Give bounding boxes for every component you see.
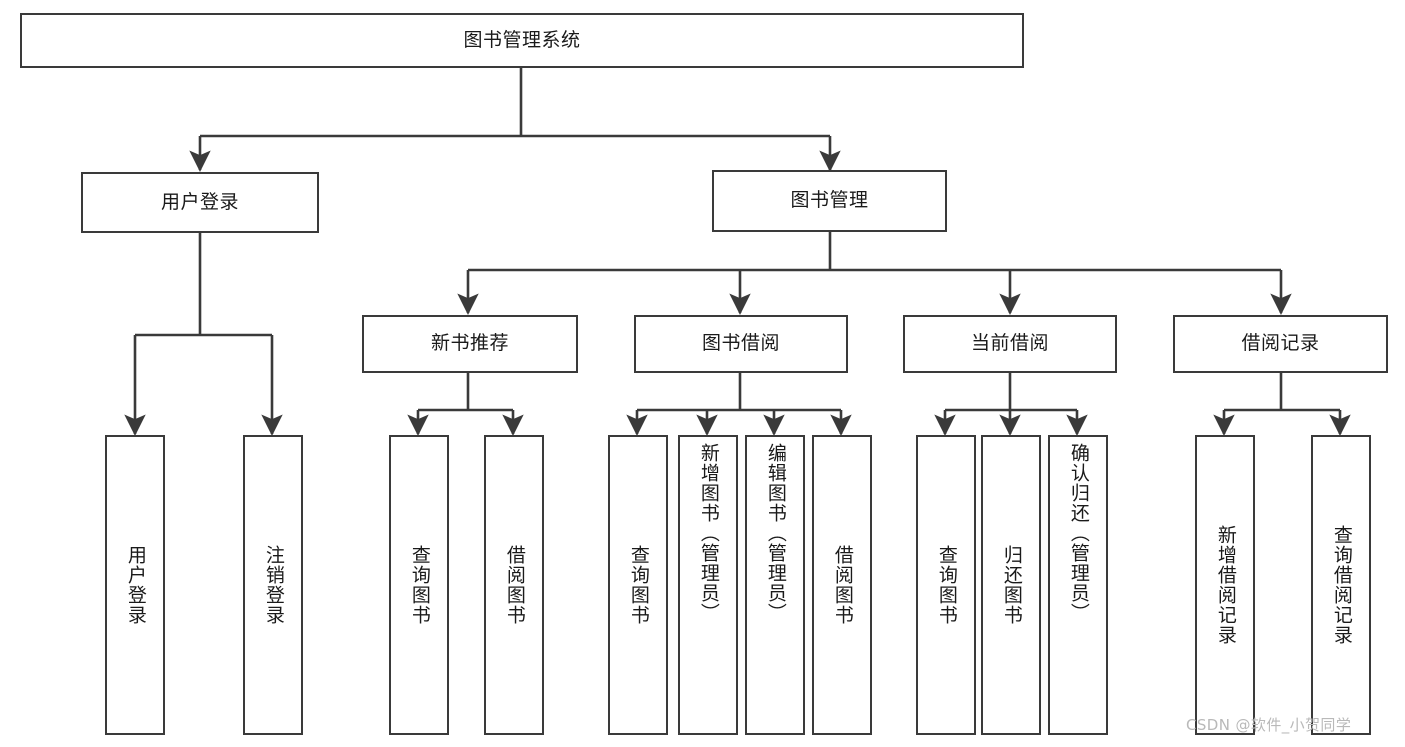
leaf-query-book-2-label: 查询图书 bbox=[627, 545, 650, 625]
node-book-management-label: 图书管理 bbox=[790, 189, 869, 212]
node-root-label: 图书管理系统 bbox=[463, 28, 581, 51]
leaf-query-book-1-label: 查询图书 bbox=[408, 545, 431, 625]
leaf-query-book-3[interactable]: 查询图书 bbox=[916, 435, 976, 735]
leaf-user-login-label: 用户登录 bbox=[124, 545, 147, 625]
node-borrow-record-label: 借阅记录 bbox=[1241, 332, 1320, 355]
node-borrow-record[interactable]: 借阅记录 bbox=[1173, 315, 1388, 373]
leaf-borrow-book-2-label: 借阅图书 bbox=[831, 545, 854, 625]
leaf-logout-login[interactable]: 注销登录 bbox=[243, 435, 303, 735]
leaf-edit-book-label: 编辑图书（管理员） bbox=[764, 443, 787, 623]
csdn-watermark: CSDN @软件_小贺同学 bbox=[1186, 716, 1352, 734]
leaf-return-book-label: 归还图书 bbox=[1000, 545, 1023, 625]
leaf-query-record-label: 查询借阅记录 bbox=[1330, 525, 1353, 645]
node-new-book-recommend-label: 新书推荐 bbox=[430, 332, 509, 355]
leaf-add-record[interactable]: 新增借阅记录 bbox=[1195, 435, 1255, 735]
node-book-management[interactable]: 图书管理 bbox=[712, 170, 947, 232]
leaf-add-book[interactable]: 新增图书（管理员） bbox=[678, 435, 738, 735]
node-book-borrow-label: 图书借阅 bbox=[701, 332, 780, 355]
leaf-confirm-return[interactable]: 确认归还（管理员） bbox=[1048, 435, 1108, 735]
leaf-borrow-book-1-label: 借阅图书 bbox=[503, 545, 526, 625]
node-current-borrow[interactable]: 当前借阅 bbox=[903, 315, 1117, 373]
leaf-borrow-book-2[interactable]: 借阅图书 bbox=[812, 435, 872, 735]
node-book-borrow[interactable]: 图书借阅 bbox=[634, 315, 848, 373]
node-current-borrow-label: 当前借阅 bbox=[970, 332, 1049, 355]
leaf-add-book-label: 新增图书（管理员） bbox=[697, 443, 720, 623]
node-new-book-recommend[interactable]: 新书推荐 bbox=[362, 315, 578, 373]
node-root[interactable]: 图书管理系统 bbox=[20, 13, 1024, 68]
leaf-edit-book[interactable]: 编辑图书（管理员） bbox=[745, 435, 805, 735]
leaf-query-book-2[interactable]: 查询图书 bbox=[608, 435, 668, 735]
leaf-query-book-1[interactable]: 查询图书 bbox=[389, 435, 449, 735]
leaf-query-book-3-label: 查询图书 bbox=[935, 545, 958, 625]
node-user-login-label: 用户登录 bbox=[160, 190, 239, 213]
leaf-return-book[interactable]: 归还图书 bbox=[981, 435, 1041, 735]
leaf-user-login[interactable]: 用户登录 bbox=[105, 435, 165, 735]
leaf-add-record-label: 新增借阅记录 bbox=[1214, 525, 1237, 645]
node-user-login[interactable]: 用户登录 bbox=[81, 172, 319, 233]
leaf-query-record[interactable]: 查询借阅记录 bbox=[1311, 435, 1371, 735]
leaf-borrow-book-1[interactable]: 借阅图书 bbox=[484, 435, 544, 735]
leaf-confirm-return-label: 确认归还（管理员） bbox=[1067, 443, 1090, 623]
leaf-logout-login-label: 注销登录 bbox=[262, 545, 285, 625]
